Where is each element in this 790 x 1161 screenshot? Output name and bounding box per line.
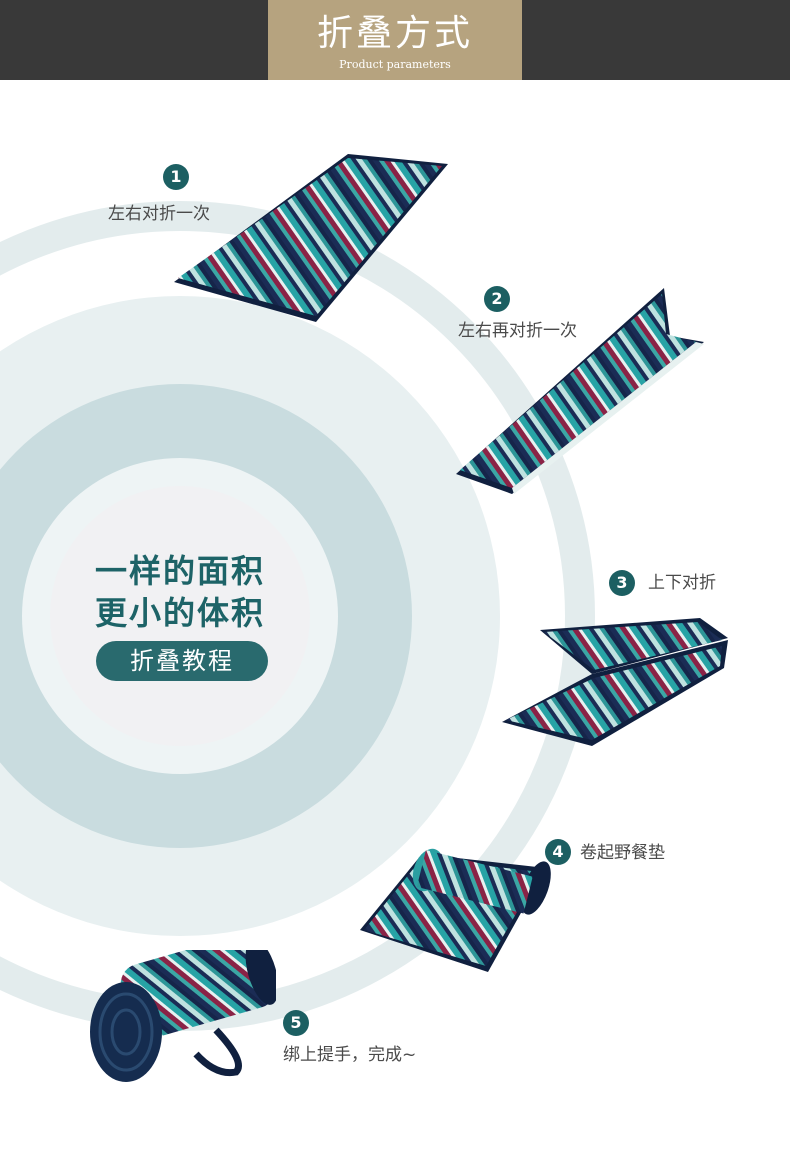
step-4-label: 卷起野餐垫: [580, 843, 665, 863]
step-3-label: 上下对折: [648, 573, 716, 593]
step-2-number: 2: [484, 286, 510, 312]
mat-folded-twice-image: [456, 288, 704, 494]
step-2-label: 左右再对折一次: [458, 321, 577, 341]
tutorial-badge: 折叠教程: [96, 641, 268, 681]
mat-rolled-with-handle-image: [90, 950, 276, 1082]
center-heading-line1: 一样的面积: [94, 552, 265, 590]
step-3-number: 3: [609, 570, 635, 596]
page-title: 折叠方式: [316, 13, 473, 54]
title-box: 折叠方式 Product parameters: [268, 0, 522, 80]
mat-unfolded-image: [174, 154, 448, 322]
mat-folded-thrice-image: [502, 618, 728, 746]
step-4-number: 4: [545, 839, 571, 865]
step-5-number: 5: [283, 1010, 309, 1036]
center-heading-line2: 更小的体积: [94, 594, 265, 632]
step-1-number: 1: [163, 164, 189, 190]
mat-rolling-image: [360, 848, 551, 972]
page-subtitle: Product parameters: [339, 58, 451, 71]
step-5-label: 绑上提手，完成~: [283, 1045, 417, 1065]
step-1-label: 左右对折一次: [108, 204, 210, 224]
